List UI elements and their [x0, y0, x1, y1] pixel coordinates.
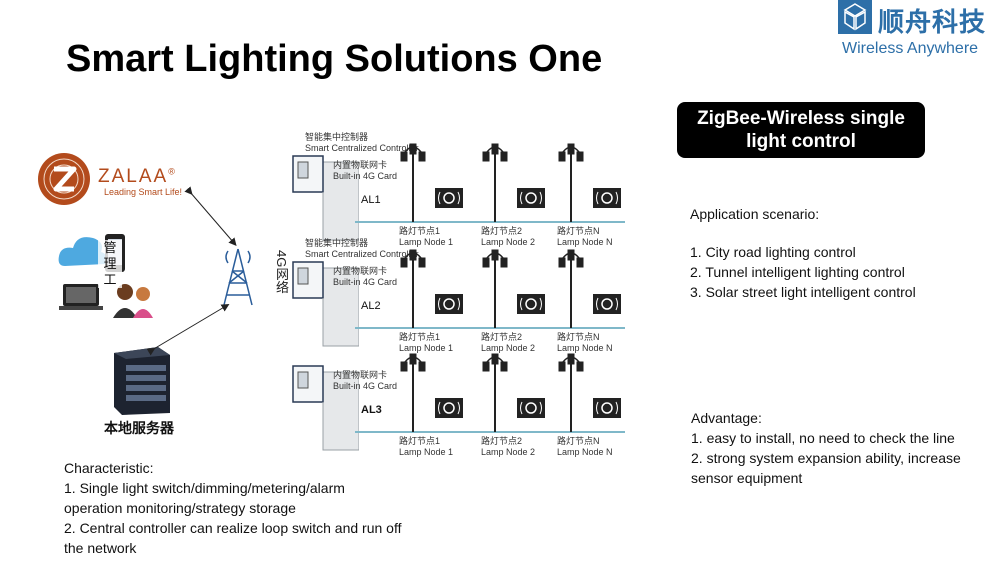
local-server-label: 本地服务器 [104, 420, 174, 436]
cloud-icon [58, 237, 107, 266]
loop-label: AL2 [361, 300, 381, 312]
badge-char: 理 [103, 256, 117, 271]
card-label-cn: 内置物联网卡 [333, 160, 388, 170]
wireless-node-icon [517, 188, 545, 208]
street-lamp-icon [558, 249, 584, 328]
advantage-item: 1. easy to install, no need to check the… [691, 430, 955, 446]
lamp-node-label-en: Lamp Node N [557, 447, 613, 457]
controller-label-cn: 智能集中控制器 [305, 238, 369, 248]
zalaa-trademark: ® [168, 166, 177, 177]
lamp-bus-line [355, 249, 625, 329]
lamp-node-label-en: Lamp Node 1 [399, 343, 454, 353]
application-item: 2. Tunnel intelligent lighting control [690, 264, 905, 280]
lamp-node-label-cn: 路灯节点N [557, 436, 600, 446]
zigbee-title-box: ZigBee-Wireless single light control [677, 102, 925, 158]
wireless-node-icon [435, 294, 463, 314]
lamp-node-label-en: Lamp Node 2 [481, 447, 536, 457]
controller-cabinet-icon [292, 155, 359, 241]
street-lamp-icon [400, 143, 426, 222]
lamp-node-label-cn: 路灯节点2 [481, 226, 523, 236]
card-label-cn: 内置物联网卡 [333, 370, 388, 380]
lamp-node-label-en: Lamp Node 1 [399, 447, 454, 457]
card-label-en: Built-in 4G Card [333, 381, 398, 391]
logo-tagline: Wireless Anywhere [842, 40, 979, 57]
zalaa-name: ZALAA [98, 166, 169, 187]
lamp-node-label-cn: 路灯节点2 [481, 332, 523, 342]
manager-badge: 管 理 工 [98, 240, 122, 288]
controller-label-cn: 智能集中控制器 [305, 132, 369, 142]
zigbee-title-line1: ZigBee-Wireless single [697, 108, 905, 129]
slide-title: Smart Lighting Solutions One [66, 38, 603, 80]
zalaa-tagline: Leading Smart Life! [104, 187, 183, 197]
badge-char: 管 [103, 240, 117, 255]
badge-char: 工 [103, 272, 117, 287]
characteristic-item: 2. Central controller can realize loop s… [64, 520, 402, 556]
wireless-node-icon [517, 294, 545, 314]
wireless-node-icon [435, 398, 463, 418]
card-label-en: Built-in 4G Card [333, 171, 398, 181]
loop-label: AL1 [361, 194, 381, 206]
application-item: 3. Solar street light intelligent contro… [690, 284, 916, 300]
controller-label-en: Smart Centralized Controller [305, 249, 419, 259]
people-icon [113, 284, 153, 318]
wireless-node-icon [593, 294, 621, 314]
logo-chinese-name: 顺舟科技 [878, 7, 987, 37]
network-arrows [146, 186, 237, 356]
company-logo: 顺舟科技 Wireless Anywhere [838, 0, 1000, 60]
characteristic-heading: Characteristic: [64, 460, 154, 476]
lamp-node-label-cn: 路灯节点1 [399, 332, 441, 342]
wireless-node-icon [593, 188, 621, 208]
lamp-bus-line [355, 353, 625, 433]
wireless-node-icon [435, 188, 463, 208]
lamp-node-label-cn: 路灯节点N [557, 332, 600, 342]
card-label-en: Built-in 4G Card [333, 277, 398, 287]
lamp-node-label-en: Lamp Node 2 [481, 237, 536, 247]
controller-label-en: Smart Centralized Controller [305, 143, 419, 153]
zalaa-logo-icon [38, 153, 90, 205]
4g-network-label: 4G网络 [274, 250, 289, 294]
street-lamp-icon [482, 249, 508, 328]
street-lamp-icon [482, 143, 508, 222]
street-lamp-icon [482, 353, 508, 432]
lamp-node-label-en: Lamp Node N [557, 343, 613, 353]
street-lamp-icon [558, 353, 584, 432]
lamp-node-label-cn: 路灯节点1 [399, 436, 441, 446]
application-heading: Application scenario: [690, 206, 820, 222]
cube-logo-icon [838, 0, 872, 34]
lamp-node-label-cn: 路灯节点2 [481, 436, 523, 446]
wireless-node-icon [517, 398, 545, 418]
card-label-cn: 内置物联网卡 [333, 266, 388, 276]
wireless-node-icon [593, 398, 621, 418]
lamp-node-label-en: Lamp Node 2 [481, 343, 536, 353]
zalaa-brand: ZALAA® [98, 166, 177, 188]
zigbee-title-line2: light control [746, 131, 856, 152]
application-list: 1. City road lighting control 2. Tunnel … [690, 242, 916, 302]
characteristic-item: 1. Single light switch/dimming/metering/… [64, 480, 345, 516]
cell-tower-icon [223, 248, 253, 306]
street-lamp-icon [558, 143, 584, 222]
application-item: 1. City road lighting control [690, 244, 856, 260]
lamp-bus-line [355, 143, 625, 223]
lamp-node-label-en: Lamp Node 1 [399, 237, 454, 247]
lamp-node-label-cn: 路灯节点1 [399, 226, 441, 236]
lamp-node-label-en: Lamp Node N [557, 237, 613, 247]
lamp-node-label-cn: 路灯节点N [557, 226, 600, 236]
advantage-item: 2. strong system expansion ability, incr… [691, 450, 961, 486]
loop-label: AL3 [361, 404, 382, 416]
controller-cabinet-icon [292, 365, 359, 451]
advantage-section: Advantage: 1. easy to install, no need t… [691, 408, 981, 488]
characteristic-section: Characteristic: 1. Single light switch/d… [64, 458, 404, 558]
advantage-heading: Advantage: [691, 410, 762, 426]
street-lamp-icon [400, 353, 426, 432]
street-lamp-icon [400, 249, 426, 328]
controller-cabinet-icon [292, 261, 359, 347]
